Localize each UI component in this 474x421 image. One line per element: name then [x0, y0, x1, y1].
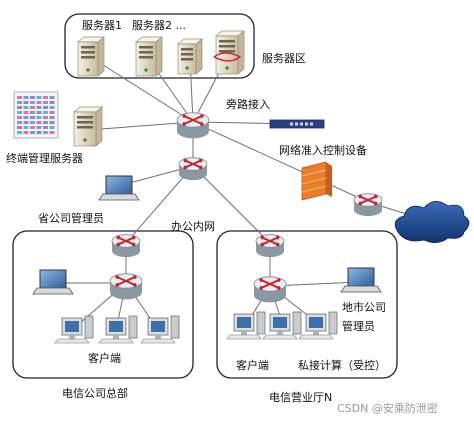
hq-client-pc-icon	[54, 315, 94, 344]
server-zone-label: 服务器区	[262, 52, 306, 65]
report-document-icon	[13, 91, 59, 139]
server-icon	[77, 36, 105, 77]
link-office-haR1	[192, 165, 271, 244]
server-icon	[135, 36, 163, 77]
hq-zone-frame	[12, 230, 194, 379]
office-router-icon	[178, 157, 208, 181]
hq-label: 电信公司总部	[62, 386, 128, 400]
hall-label: 电信营业厅N	[269, 390, 332, 404]
city-admin-label-line1: 地市公司	[342, 300, 386, 314]
hq-client-label: 客户端	[88, 351, 121, 365]
hq-switch-icon	[109, 273, 143, 300]
private-pc-icon	[298, 311, 338, 340]
hq-router-icon	[111, 234, 141, 258]
server2-label: 服务器2 ...	[132, 19, 186, 32]
city-admin-label-line2: 管理员	[342, 319, 375, 333]
hall-client-label: 客户端	[236, 358, 269, 372]
link-core-srv1	[91, 57, 194, 123]
hq-client-pc-icon	[140, 315, 180, 344]
private-pc-label: 私接计算（受控）	[298, 358, 386, 372]
hq-client-pc-icon	[98, 315, 138, 344]
province-admin-label: 省公司管理员	[38, 211, 104, 225]
server-zone-frame	[64, 13, 255, 79]
server-icon	[177, 38, 203, 75]
terminal-server-label: 终端管理服务器	[6, 151, 83, 165]
firewall-icon	[301, 161, 332, 201]
link-core-edge	[192, 121, 369, 203]
edge-router-icon	[353, 193, 383, 217]
link-core-tms	[87, 121, 194, 131]
hall-switch-icon	[253, 276, 287, 303]
hall-router-icon	[255, 234, 285, 258]
core-router-icon	[176, 112, 210, 139]
hq-laptop-icon	[32, 269, 74, 295]
province-admin-laptop-icon	[98, 175, 140, 201]
hall-client-pc-icon	[262, 311, 302, 340]
terminal-server-icon	[73, 106, 103, 147]
server-icon	[213, 30, 245, 75]
bypass-label: 旁路接入	[226, 97, 270, 111]
internet-cloud-icon	[394, 201, 470, 243]
hall-client-pc-icon	[226, 311, 266, 340]
watermark: CSDN @安乘防泄密	[337, 401, 438, 415]
city-admin-laptop-icon	[340, 267, 382, 293]
nac-device-icon	[269, 119, 325, 129]
office-net-label: 办公内网	[171, 219, 215, 233]
network-devices	[13, 30, 470, 344]
nac-device-label: 网络准入控制设备	[279, 143, 367, 157]
server1-label: 服务器1	[82, 19, 122, 32]
link-office-hqR1	[125, 165, 194, 244]
hall-zone-frame	[216, 230, 398, 379]
